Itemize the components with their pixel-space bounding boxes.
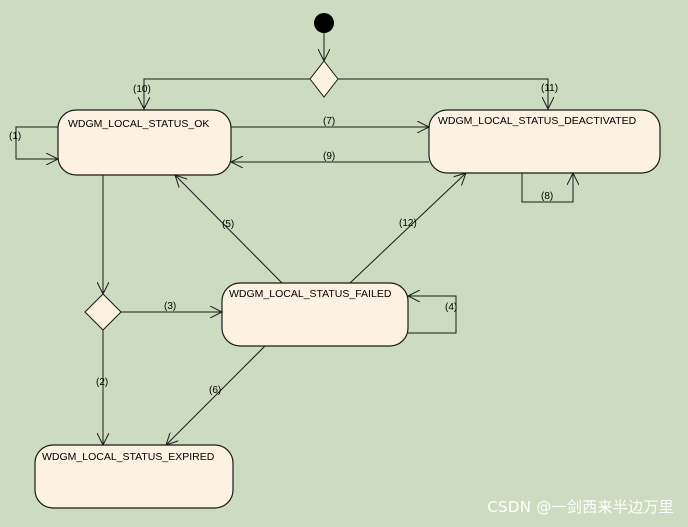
edge-8 [521,173,573,203]
label-6: (6) [209,385,221,396]
label-11: (11) [541,83,558,94]
initial-node [314,13,334,33]
label-12: (12) [399,218,417,229]
edge-11 [338,78,548,109]
state-failed-label: WDGM_LOCAL_STATUS_FAILED [229,288,392,300]
label-4: (4) [445,302,457,313]
edge-6 [166,345,266,445]
edge-1 [15,126,58,159]
label-2: (2) [96,377,108,388]
label-9: (9) [323,151,335,162]
label-7: (7) [323,116,335,127]
state-deactivated-label: WDGM_LOCAL_STATUS_DEACTIVATED [438,115,637,127]
state-deactivated [428,109,661,174]
edge-4 [408,296,457,334]
watermark: CSDN @一剑西来半边万里 [487,498,674,516]
state-ok [57,109,232,176]
state-expired-label: WDGM_LOCAL_STATUS_EXPIRED [42,451,215,463]
label-1: (1) [9,131,21,142]
decision-top [309,60,339,98]
label-10: (10) [133,84,151,95]
state-ok-label: WDGM_LOCAL_STATUS_OK [68,118,209,130]
edge-5 [175,175,283,284]
state-expired [34,444,234,509]
decision-bottom [84,293,122,331]
label-3: (3) [164,301,176,312]
edge-12 [349,173,466,284]
label-8: (8) [541,191,553,202]
label-5: (5) [222,219,234,230]
edge-10 [144,78,310,109]
